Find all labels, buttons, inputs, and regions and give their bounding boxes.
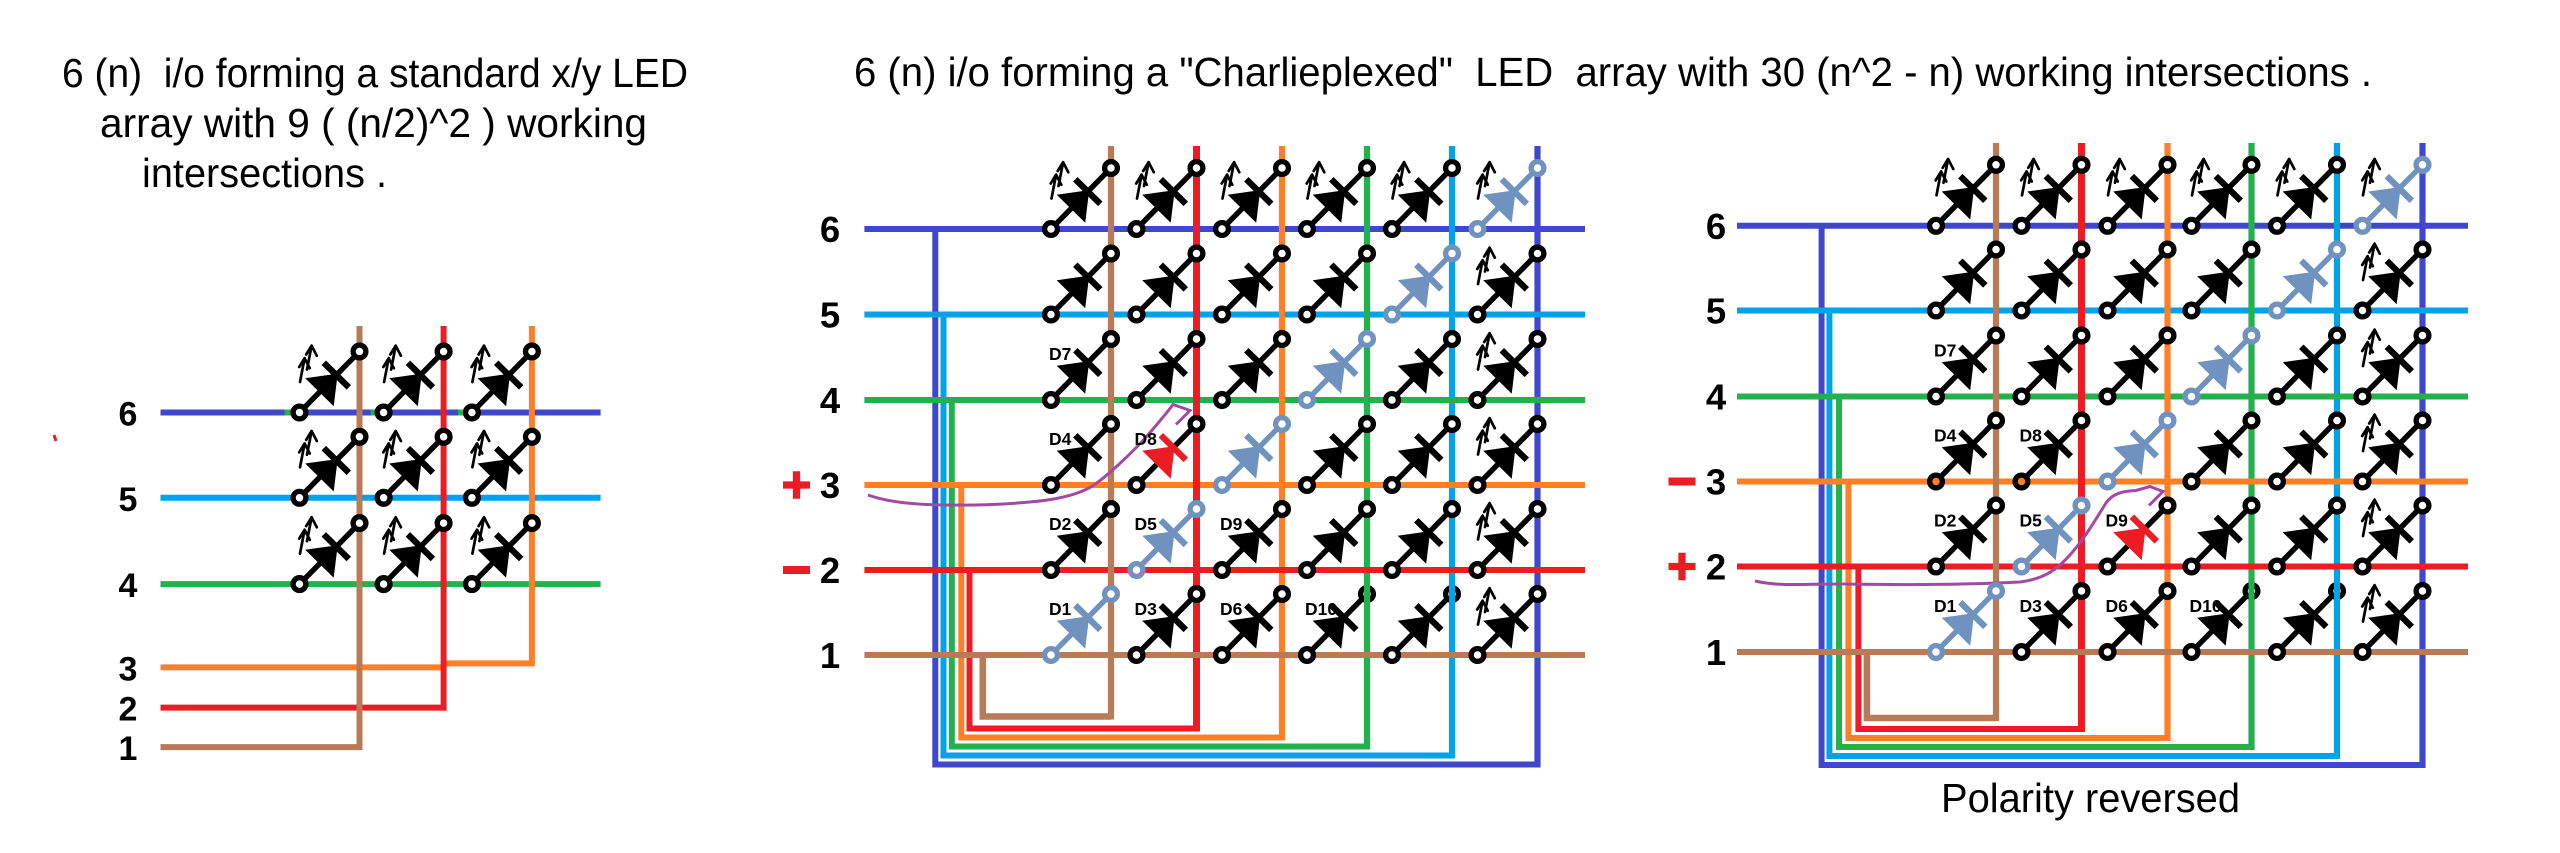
svg-text:4: 4	[1706, 377, 1727, 418]
svg-text:D10: D10	[2190, 596, 2222, 616]
svg-text:3: 3	[119, 650, 138, 688]
svg-text:D8: D8	[2020, 426, 2043, 446]
svg-text:D10: D10	[1305, 599, 1337, 619]
svg-text:1: 1	[119, 730, 138, 768]
svg-text:5: 5	[820, 295, 840, 336]
svg-text:D1: D1	[1934, 596, 1957, 616]
svg-text:D7: D7	[1049, 344, 1071, 364]
svg-text:D6: D6	[1220, 599, 1243, 619]
svg-text:2: 2	[1706, 547, 1726, 588]
svg-text:2: 2	[119, 691, 138, 729]
svg-text:D2: D2	[1049, 514, 1072, 534]
svg-text:6: 6	[820, 209, 840, 250]
svg-text:D7: D7	[1934, 341, 1956, 361]
svg-text:1: 1	[1706, 632, 1726, 673]
svg-text:intersections .: intersections .	[142, 150, 387, 196]
svg-text:3: 3	[1706, 462, 1726, 503]
svg-text:array with 9 ( (n/2)^2 ) worki: array with 9 ( (n/2)^2 ) working	[100, 100, 647, 146]
svg-text:D3: D3	[2020, 596, 2043, 616]
svg-text:D4: D4	[1049, 429, 1072, 449]
svg-text:5: 5	[1706, 291, 1726, 332]
svg-text:6 (n) i/o forming a standard: 6 (n) i/o forming a standard x/y LED	[62, 50, 688, 96]
svg-text:D5: D5	[2020, 511, 2043, 531]
svg-text:3: 3	[820, 465, 840, 506]
svg-text:1: 1	[820, 635, 840, 676]
svg-text:D4: D4	[1934, 426, 1957, 446]
svg-text:D8: D8	[1135, 429, 1158, 449]
svg-text:D5: D5	[1135, 514, 1158, 534]
svg-text:5: 5	[119, 481, 138, 519]
svg-text:D9: D9	[2106, 511, 2129, 531]
svg-text:2: 2	[820, 550, 840, 591]
svg-text:4: 4	[119, 567, 138, 605]
svg-text:6: 6	[119, 396, 138, 434]
svg-text:D3: D3	[1135, 599, 1158, 619]
svg-text:6: 6	[1706, 206, 1726, 247]
svg-text:6 (n) i/o forming a "Charliepl: 6 (n) i/o forming a "Charlieplexed" LED …	[854, 49, 2372, 95]
svg-text:D1: D1	[1049, 599, 1072, 619]
svg-text:D6: D6	[2106, 596, 2129, 616]
svg-text:4: 4	[820, 380, 841, 421]
svg-text:Polarity reversed: Polarity reversed	[1941, 775, 2240, 821]
svg-text:D9: D9	[1220, 514, 1243, 534]
svg-text:D2: D2	[1934, 511, 1957, 531]
